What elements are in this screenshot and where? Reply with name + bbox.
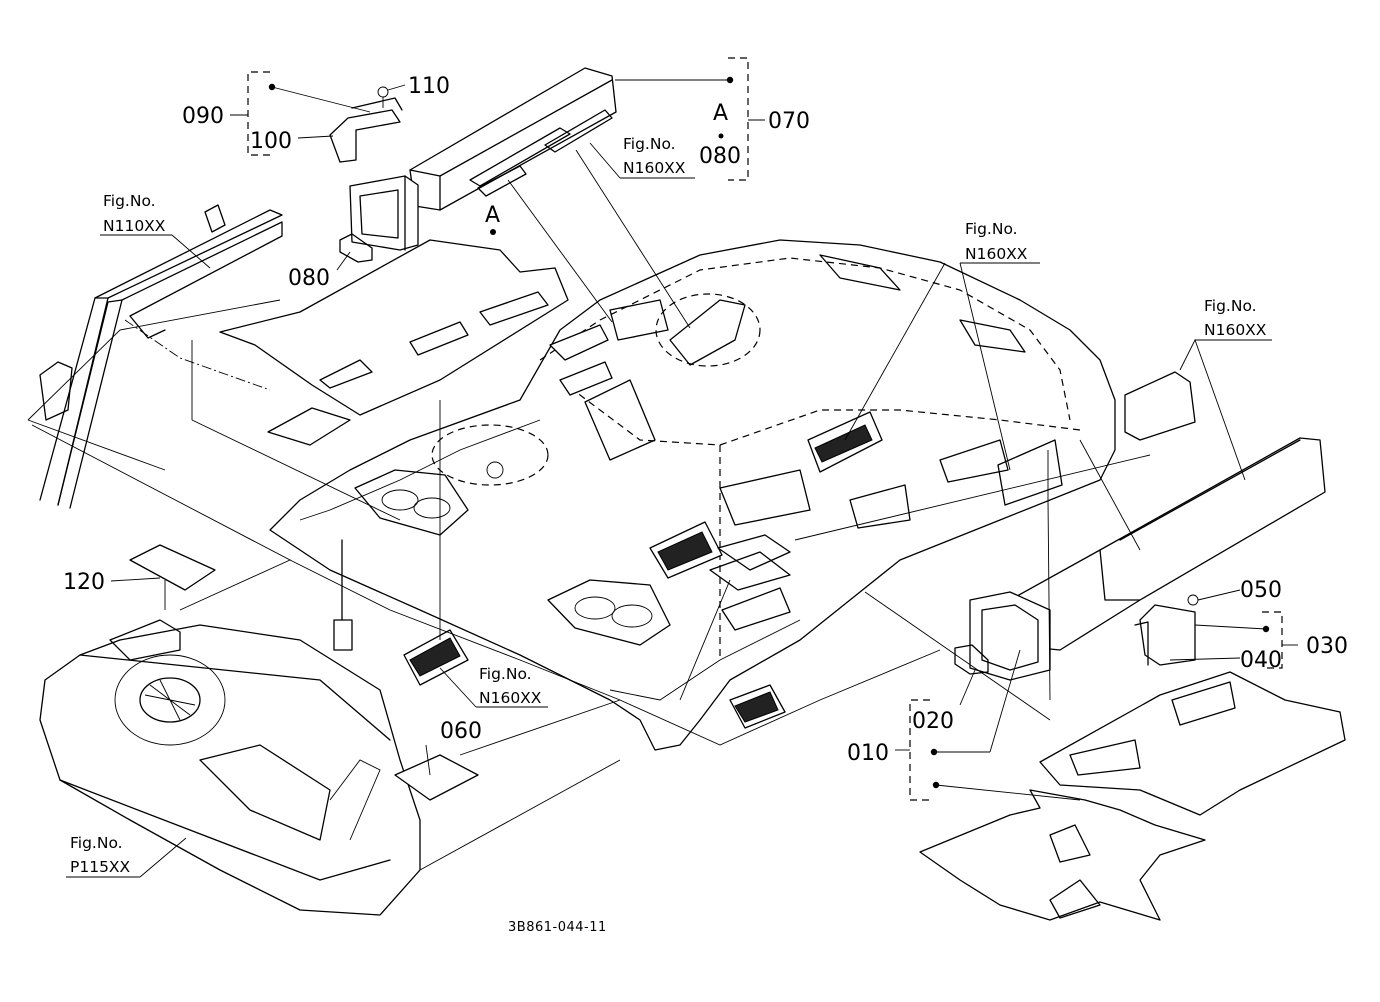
pad-120 [129,544,216,591]
svg-text:Fig.No.: Fig.No. [965,220,1018,238]
svg-text:Fig.No.: Fig.No. [479,665,532,683]
label-080-top: 080 [699,144,741,169]
svg-text:P115XX: P115XX [70,858,131,876]
label-020: 020 [912,709,954,734]
svg-text:N160XX: N160XX [479,689,542,707]
bracket-090-group [329,86,403,163]
svg-text:N160XX: N160XX [965,245,1028,263]
pad-060 [394,754,479,801]
svg-text:N110XX: N110XX [103,217,166,235]
part-labels: 090 100 110 070 080 080 120 060 050 030 … [63,74,1348,766]
figure-references: Fig.No. N110XX Fig.No. N160XX Fig.No. N1… [66,135,1272,878]
leader-lines [31,149,1246,871]
label-050: 050 [1240,578,1282,603]
fig-ref-n160-bottom: Fig.No. N160XX [439,665,548,708]
fig-ref-n110: Fig.No. N110XX [100,192,211,269]
view-callout-a-mid: A [485,203,500,228]
svg-text:Fig.No.: Fig.No. [70,834,123,852]
drawing-code: 3B861-044-11 [508,920,607,935]
view-callout-a-top: A [713,101,728,126]
label-080-left: 080 [288,266,330,291]
label-leaders [110,76,1298,801]
headliner-main [269,239,1116,751]
ceiling-liner-a [219,239,569,446]
group-brackets [247,57,1283,801]
hvac-blower-unit [39,619,421,916]
clip-080 [339,233,373,263]
upper-air-duct [349,67,617,251]
floor-mat-010 [919,671,1346,921]
svg-text:Fig.No.: Fig.No. [623,135,676,153]
label-060: 060 [440,719,482,744]
svg-text:Fig.No.: Fig.No. [103,192,156,210]
fig-ref-p115: Fig.No. P115XX [66,834,187,878]
svg-text:N160XX: N160XX [623,159,686,177]
svg-text:Fig.No.: Fig.No. [1204,297,1257,315]
fig-ref-n160-right: Fig.No. N160XX [1195,297,1272,341]
fig-ref-n160-mid: Fig.No. N160XX [960,220,1040,264]
label-090: 090 [182,104,224,129]
label-030: 030 [1306,634,1348,659]
label-010: 010 [847,741,889,766]
label-040: 040 [1240,648,1282,673]
fig-ref-n160-top: Fig.No. N160XX [589,135,695,179]
label-100: 100 [250,129,292,154]
label-120: 120 [63,570,105,595]
cab-frame-pillar [27,204,283,509]
label-070: 070 [768,109,810,134]
svg-text:N160XX: N160XX [1204,321,1267,339]
label-110: 110 [408,74,450,99]
lower-air-duct [954,371,1326,681]
